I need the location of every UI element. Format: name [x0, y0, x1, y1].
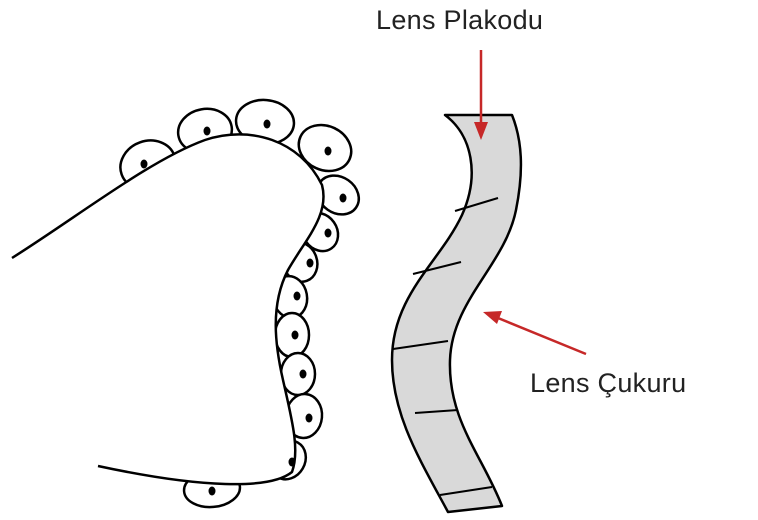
cell-nucleus: [307, 259, 314, 268]
lens-placode-strip: [392, 115, 521, 512]
cell-nucleus: [264, 120, 271, 129]
cell-nucleus: [204, 127, 211, 136]
cell-nucleus: [325, 229, 332, 238]
label-lens-cukuru: Lens Çukuru: [530, 368, 686, 399]
tissue-body: [12, 134, 324, 484]
cell-nucleus: [289, 458, 296, 467]
cell-nucleus: [141, 160, 148, 169]
cell-nucleus: [300, 370, 307, 379]
cell-nucleus: [209, 487, 216, 496]
cell-nucleus: [306, 414, 313, 423]
cell-nucleus: [292, 331, 299, 340]
arrowhead-lens-cukuru: [483, 311, 502, 324]
cell-nucleus: [294, 292, 301, 301]
label-lens-plakodu: Lens Plakodu: [376, 5, 543, 36]
cell-nucleus: [325, 147, 332, 156]
cell-nucleus: [340, 194, 347, 203]
arrow-lens-cukuru: [498, 318, 586, 354]
